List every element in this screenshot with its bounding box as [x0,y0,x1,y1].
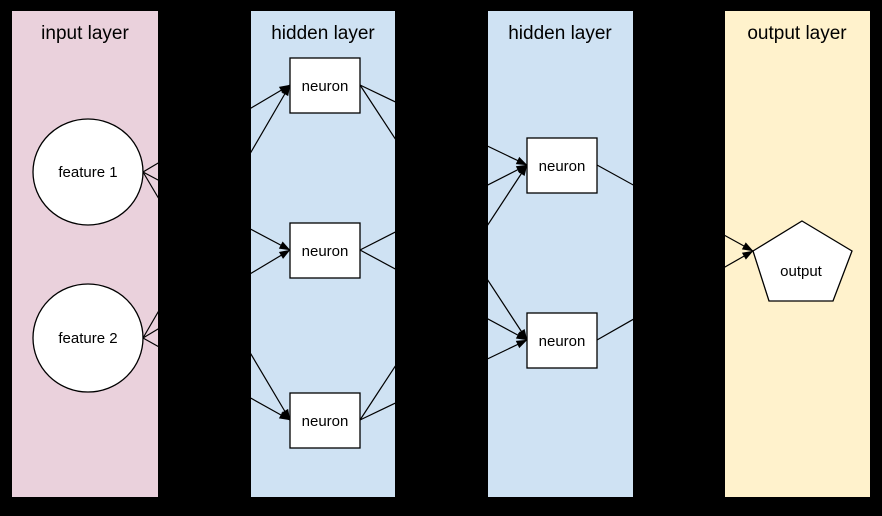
node-h2-neuron-1 [526,137,598,194]
edge-h2-2-output [596,250,754,341]
node-feature-2 [32,283,144,393]
node-output-label: output [780,263,823,280]
node-h2-neuron-2 [526,312,598,369]
layer-title-input: input layer [41,23,129,44]
edge-input1-h1-3 [142,171,291,421]
edge-input2-h1-1 [142,84,291,339]
edge-h1-1-h2-2 [359,84,528,341]
node-h1-neuron-2-label: neuron [302,243,349,260]
layer-title-output: output layer [747,23,847,44]
node-feature-1 [32,118,144,226]
layer-band-input [12,11,158,497]
node-feature-2-label: feature 2 [58,330,117,347]
node-feature-1-label: feature 1 [58,164,117,181]
layer-title-hidden2: hidden layer [508,23,612,44]
node-h1-neuron-3-label: neuron [302,413,349,430]
edge-h1-2-h2-2 [359,249,528,341]
edge-input1-h1-1 [142,84,291,173]
edge-input2-h1-2 [142,249,291,339]
edge-group [142,84,754,421]
edge-h1-1-h2-1 [359,84,528,166]
node-h1-neuron-1 [289,57,361,114]
node-output-pentagon [752,220,853,302]
node-h2-neuron-1-label: neuron [539,158,586,175]
edge-h1-2-h2-1 [359,164,528,251]
node-h2-neuron-2-label: neuron [539,333,586,350]
edge-input2-h1-3 [142,337,291,421]
node-h1-neuron-2 [289,222,361,279]
edge-h1-3-h2-2 [359,339,528,421]
node-h1-neuron-1-label: neuron [302,78,349,95]
layer-band-hidden2 [488,11,633,497]
layer-title-hidden1: hidden layer [271,23,375,44]
edge-h1-3-h2-1 [359,164,528,421]
edge-h2-1-output [596,164,754,252]
node-h1-neuron-3 [289,392,361,449]
